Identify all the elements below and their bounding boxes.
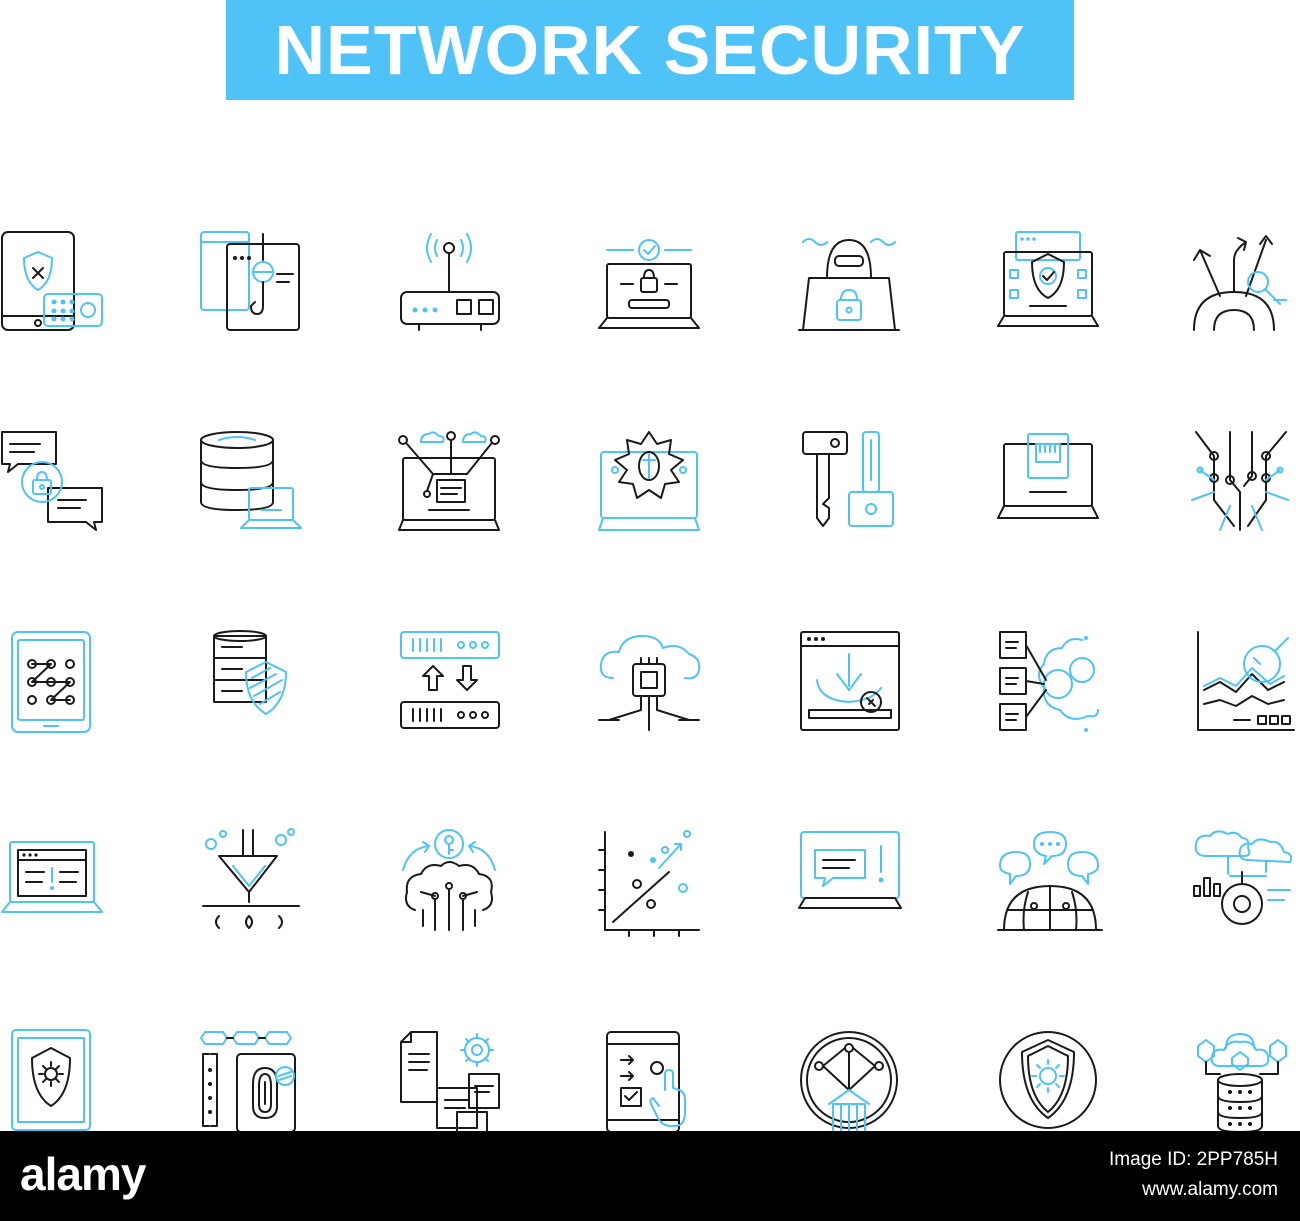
database-laptop-icon	[199, 430, 309, 540]
scatter-plot-icon	[598, 830, 709, 940]
documents-gear-icon	[399, 1030, 509, 1140]
site-url: www.alamy.com	[1142, 1179, 1278, 1200]
documents-cloud-icon	[998, 630, 1108, 740]
image-id: Image ID: 2PP785H	[1109, 1149, 1278, 1170]
laptop-lock-icon	[598, 230, 709, 340]
hacker-laptop-icon	[798, 230, 909, 340]
footer-bar: alamy Image ID: 2PP785H www.alamy.com	[0, 1131, 1300, 1221]
laptop-ethernet-port-icon	[997, 430, 1108, 540]
page-title: NETWORK SECURITY	[274, 11, 1026, 89]
data-transfer-icon	[399, 630, 509, 740]
laptop-cloud-network-icon	[398, 430, 509, 540]
database-cloud-hexagon-icon	[1190, 1030, 1300, 1140]
browser-download-icon	[799, 630, 909, 740]
laptop-alert-icon	[0, 830, 110, 940]
server-shield-icon	[210, 630, 320, 740]
tablet-checklist-icon	[599, 1030, 709, 1140]
fingerprint-scan-icon	[199, 1030, 309, 1140]
brain-key-icon	[399, 829, 509, 940]
phishing-hook-icon	[199, 230, 309, 340]
tablet-pattern-lock-icon	[10, 630, 120, 740]
chart-magnifier-icon	[1190, 630, 1300, 740]
footer-meta: Image ID: 2PP785H www.alamy.com	[1109, 1145, 1278, 1205]
laptop-bug-icon	[598, 430, 709, 540]
chat-lock-icon	[0, 430, 110, 540]
network-node-circle-icon	[799, 1030, 909, 1140]
cloud-search-icon	[1190, 830, 1300, 940]
monitor-message-alert-icon	[798, 830, 909, 940]
wifi-router-icon	[399, 230, 509, 340]
tablet-shield-gear-icon	[10, 1029, 120, 1140]
keys-icon	[799, 430, 909, 540]
funnel-filter-icon	[199, 828, 309, 940]
phone-shield-keypad-icon	[0, 230, 110, 340]
laptop-shield-check-icon	[997, 230, 1108, 340]
title-banner: NETWORK SECURITY	[226, 0, 1074, 100]
branching-arrows-search-icon	[1190, 230, 1300, 340]
circuit-lines-icon	[1190, 430, 1300, 540]
shield-gear-circle-icon	[998, 1030, 1108, 1140]
icon-grid	[0, 210, 1300, 1135]
globe-chat-icon	[997, 830, 1108, 940]
cloud-chip-icon	[598, 630, 709, 740]
alamy-logo: alamy	[20, 1148, 146, 1200]
